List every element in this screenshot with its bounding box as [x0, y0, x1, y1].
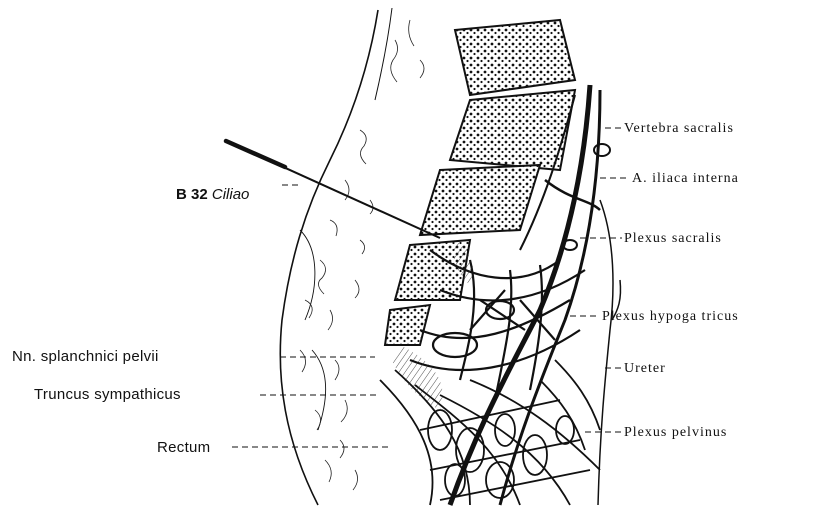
label-vertebra-sacralis: Vertebra sacralis [624, 122, 734, 136]
label-plexus-hypogastricus: Plexus hypoga tricus [602, 310, 739, 324]
label-ureter: Ureter [624, 362, 666, 376]
label-rectum: Rectum [157, 440, 210, 455]
acupoint-name: Ciliao [212, 186, 250, 203]
tissue-texture [300, 20, 424, 490]
label-plexus-pelvinus: Plexus pelvinus [624, 426, 727, 440]
label-a-iliaca-interna: A. iliaca interna [632, 172, 739, 186]
needle-label: B 32 Ciliao [176, 187, 249, 202]
label-truncus-sympathicus: Truncus sympathicus [34, 387, 181, 402]
acupoint-code: B 32 [176, 186, 208, 203]
label-nn-splanchnici-pelvii: Nn. splanchnici pelvii [12, 349, 159, 364]
soft-tissue-contour [280, 8, 392, 505]
label-plexus-sacralis: Plexus sacralis [624, 232, 722, 246]
